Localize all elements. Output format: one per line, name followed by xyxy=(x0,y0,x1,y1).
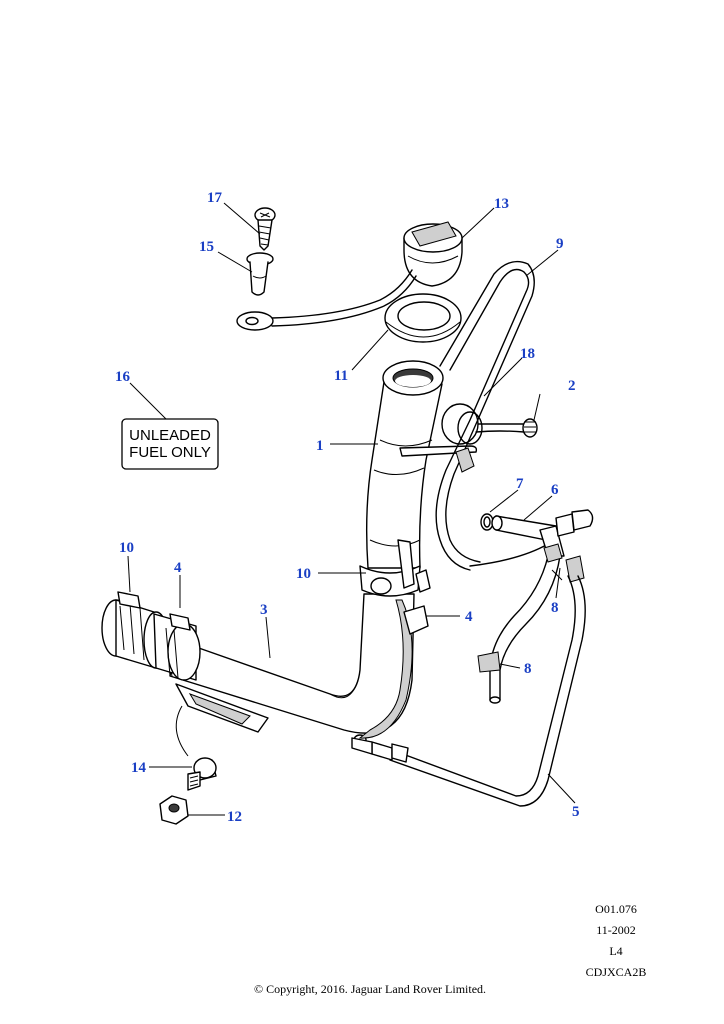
label-line1: UNLEADED xyxy=(129,427,211,444)
breather-tube-9 xyxy=(435,260,549,571)
level-code: L4 xyxy=(609,944,623,958)
bolt-14 xyxy=(187,757,217,791)
callout-8b: 8 xyxy=(524,661,532,677)
callout-7: 7 xyxy=(516,476,524,492)
callout-11: 11 xyxy=(334,368,348,384)
unleaded-label: UNLEADED FUEL ONLY xyxy=(121,418,219,470)
callout-1: 1 xyxy=(316,438,324,454)
callout-8a: 8 xyxy=(551,600,559,616)
callouts: 1 2 3 4 4 5 6 7 8 8 9 10 10 11 12 13 14 … xyxy=(115,190,580,825)
callout-15: 15 xyxy=(199,239,214,255)
plug-2 xyxy=(522,418,538,438)
filler-seal xyxy=(384,293,462,343)
copyright: © Copyright, 2016. Jaguar Land Rover Lim… xyxy=(253,982,487,996)
callout-10b: 10 xyxy=(296,566,311,582)
callout-4a: 4 xyxy=(174,560,182,576)
callout-12: 12 xyxy=(227,809,242,825)
callout-3: 3 xyxy=(260,602,268,618)
callout-13: 13 xyxy=(494,196,509,212)
callout-5: 5 xyxy=(572,804,580,820)
callout-2: 2 xyxy=(568,378,576,394)
ref-code: O01.076 xyxy=(595,902,637,916)
diagram-code: CDJXCA2B xyxy=(585,965,647,979)
callout-16: 16 xyxy=(115,369,131,385)
callout-10a: 10 xyxy=(119,540,134,556)
nut-12 xyxy=(159,795,189,825)
screw-17 xyxy=(254,207,276,251)
mounting-bracket xyxy=(175,683,269,757)
callout-9: 9 xyxy=(556,236,564,252)
plug-15 xyxy=(246,252,274,296)
leader-lines xyxy=(127,202,576,816)
callout-6: 6 xyxy=(551,482,559,498)
callout-4b: 4 xyxy=(465,609,473,625)
cap-tether xyxy=(236,269,417,331)
callout-18: 18 xyxy=(520,346,535,362)
pipe-5 xyxy=(351,575,586,807)
callout-14: 14 xyxy=(131,760,147,776)
fuel-cap xyxy=(403,221,463,287)
hose-coupling xyxy=(101,591,201,681)
hose-8 xyxy=(477,543,585,704)
o-ring-7 xyxy=(480,513,494,531)
date-code: 11-2002 xyxy=(596,923,636,937)
callout-17: 17 xyxy=(207,190,223,206)
filler-tube-lower xyxy=(169,539,431,739)
connector-6 xyxy=(491,509,594,557)
label-line2: FUEL ONLY xyxy=(129,444,211,461)
